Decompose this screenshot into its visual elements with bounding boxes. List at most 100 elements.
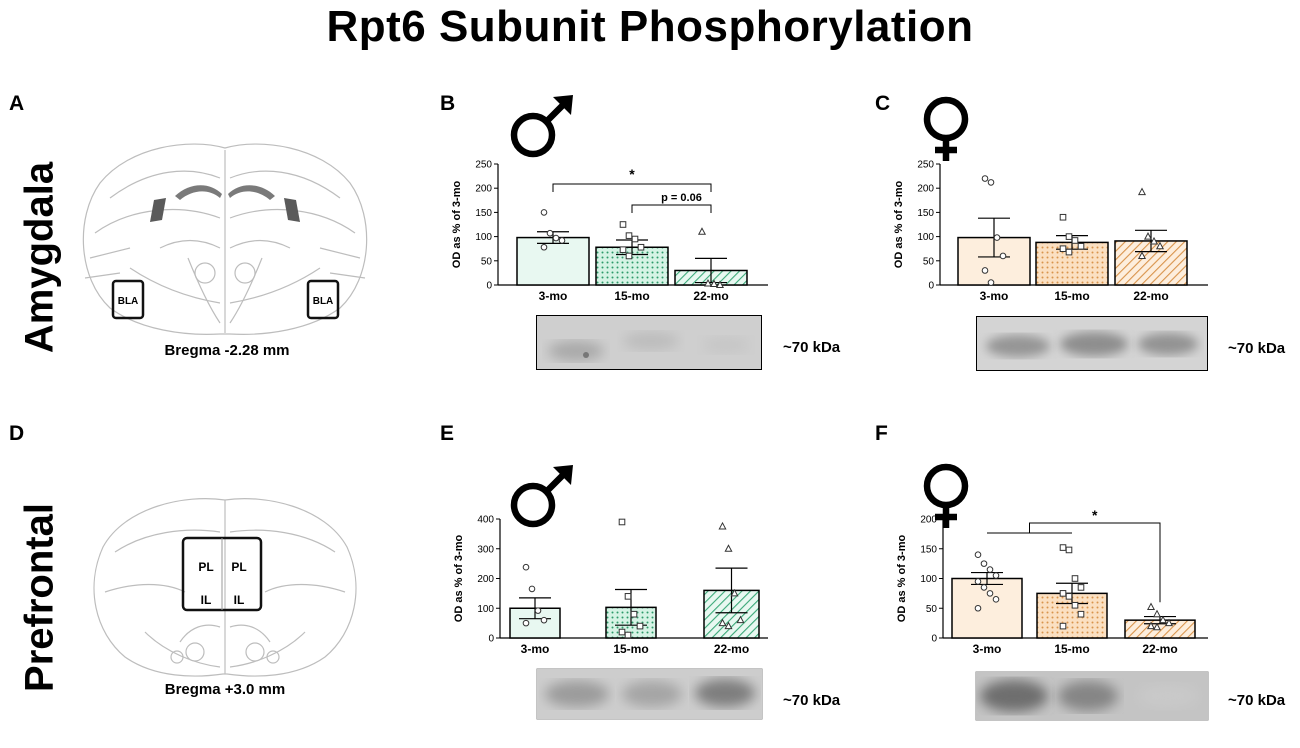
- panel-b-data-point: [703, 278, 713, 287]
- panel-e-data-point: [718, 618, 727, 627]
- panel-e-data-point: [624, 593, 632, 600]
- panel-b-data-point: [552, 234, 560, 242]
- panel-e-data-point: [636, 622, 644, 630]
- panel-f-data-point: [1164, 618, 1174, 627]
- panel-f-data-point: [992, 596, 1000, 603]
- panel-c-x-tick-label: 15-mo: [1054, 289, 1089, 303]
- panel-f-data-point: [1071, 575, 1079, 582]
- panel-c-data-point: [1059, 213, 1067, 221]
- panel-b-y-axis-label: OD as % of 3-mo: [451, 181, 463, 269]
- il-left-label: IL: [201, 593, 212, 607]
- chart-layer: 0 50 100 150 200 250 OD as % of 3-mo 3-mo 15-mo 2…: [451, 160, 1209, 721]
- bla-left-box: [111, 279, 145, 320]
- panel-b-data-point: [540, 243, 548, 251]
- panel-e-data-point: [724, 621, 733, 630]
- panel-c-data-point: [1065, 233, 1073, 240]
- panel-c-data-point: [1071, 237, 1079, 244]
- panel-c-data-point: [1143, 232, 1153, 240]
- panel-b-x-tick-label: 22-mo: [693, 289, 728, 303]
- bla-right-box: [306, 279, 340, 320]
- panel-letter-b: B: [440, 92, 456, 115]
- panel-b-data-point: [637, 243, 645, 251]
- panel-c-y-tick-label: 150: [917, 208, 934, 219]
- western-blot-e: [537, 669, 762, 719]
- panel-c-y-tick-label: 200: [917, 184, 934, 195]
- panel-e-y-tick-label: 200: [477, 574, 494, 585]
- panel-f-data-point: [1059, 590, 1067, 597]
- panel-f-data-point: [1065, 593, 1073, 600]
- panel-c-data-point: [1137, 187, 1147, 196]
- panel-f-data-point: [980, 584, 988, 591]
- panel-c-data-point: [1059, 245, 1067, 252]
- panel-e-data-point: [534, 607, 542, 614]
- panel-e-y-tick-label: 400: [477, 515, 494, 526]
- panel-f-data-point: [986, 590, 994, 597]
- pl-left-label: PL: [198, 560, 213, 574]
- panel-b-data-point: [697, 227, 707, 235]
- panel-f-data-point: [986, 566, 994, 573]
- panel-f-x-tick-label: 15-mo: [1054, 642, 1089, 656]
- panel-c-x-tick-label: 22-mo: [1133, 289, 1168, 303]
- panel-f-y-tick-label: 150: [920, 544, 937, 555]
- panel-e-y-axis-label: OD as % of 3-mo: [453, 535, 465, 623]
- panel-b-significance-bracket: [552, 183, 712, 192]
- panel-e-data-point: [718, 521, 727, 530]
- panel-c-bar-22-mo: [1114, 240, 1188, 286]
- il-right-label: IL: [234, 593, 245, 607]
- panel-b-significance-label: p = 0.06: [661, 192, 702, 204]
- panel-e-x-tick-label: 15-mo: [613, 642, 648, 656]
- panel-f-data-point: [1059, 544, 1067, 551]
- panel-f-data-point: [974, 551, 982, 559]
- panel-e-data-point: [540, 616, 548, 624]
- pl-right-label: PL: [231, 560, 246, 574]
- panel-b-x-tick-label: 3-mo: [539, 289, 568, 303]
- panel-f-data-point: [1077, 584, 1085, 591]
- female-symbol-icon: [923, 96, 969, 161]
- male-symbol-icon: [510, 465, 573, 528]
- panel-b-y-tick-label: 200: [475, 184, 492, 195]
- blot-size-label-b: ~70 kDa: [783, 339, 841, 356]
- panel-f-data-point: [974, 578, 982, 585]
- panel-b-significance-bracket: [631, 204, 712, 213]
- panel-e-data-point: [736, 615, 745, 624]
- panel-f-x-tick-label: 3-mo: [973, 642, 1002, 656]
- panel-f-data-point: [1146, 602, 1156, 611]
- panel-b-x-tick-label: 15-mo: [614, 289, 649, 303]
- panel-f-data-point: [980, 560, 988, 567]
- panel-f-data-point: [1071, 601, 1079, 609]
- brain-section-prefrontal: PL PL IL IL: [93, 498, 357, 677]
- panel-e-x-tick-label: 3-mo: [521, 642, 550, 656]
- panel-f-x-tick-label: 22-mo: [1142, 642, 1177, 656]
- panel-f-data-point: [1077, 610, 1085, 618]
- panel-e-y-tick-label: 100: [477, 604, 494, 615]
- panel-f-data-point: [974, 604, 982, 612]
- panel-b-data-point: [546, 229, 554, 237]
- bregma-label-prefrontal: Bregma +3.0 mm: [164, 681, 286, 698]
- panel-b-data-point: [625, 232, 633, 239]
- panel-f-data-point: [1152, 609, 1162, 618]
- panel-c-y-tick-label: 50: [923, 256, 935, 267]
- panel-e-data-point: [522, 619, 530, 627]
- male-symbol-icon: [510, 95, 573, 158]
- panel-b-data-point: [619, 246, 627, 253]
- panel-b-y-tick-label: 250: [475, 160, 492, 171]
- panel-f-y-tick-label: 100: [920, 574, 937, 585]
- bla-left-label: BLA: [118, 296, 139, 307]
- panel-f-y-axis-label: OD as % of 3-mo: [896, 535, 908, 623]
- panel-c-x-tick-label: 3-mo: [980, 289, 1009, 303]
- panel-e-data-point: [730, 588, 739, 597]
- panel-b-y-tick-label: 50: [481, 256, 493, 267]
- panel-b-y-tick-label: 0: [486, 281, 492, 292]
- panel-b-data-point: [709, 279, 719, 288]
- panel-c-data-point: [999, 252, 1007, 260]
- panel-c-y-axis-label: OD as % of 3-mo: [893, 181, 905, 269]
- panel-c-y-tick-label: 0: [928, 281, 934, 292]
- panel-c-y-tick-label: 250: [917, 160, 934, 171]
- panel-letter-d: D: [9, 422, 25, 445]
- panel-f-y-tick-label: 200: [920, 515, 937, 526]
- panel-c-y-tick-label: 100: [917, 232, 934, 243]
- panel-e-data-point: [724, 544, 733, 552]
- panel-f-data-point: [992, 572, 1000, 579]
- panel-letter-c: C: [875, 92, 891, 115]
- panel-f-significance-bracket: [1029, 522, 1161, 603]
